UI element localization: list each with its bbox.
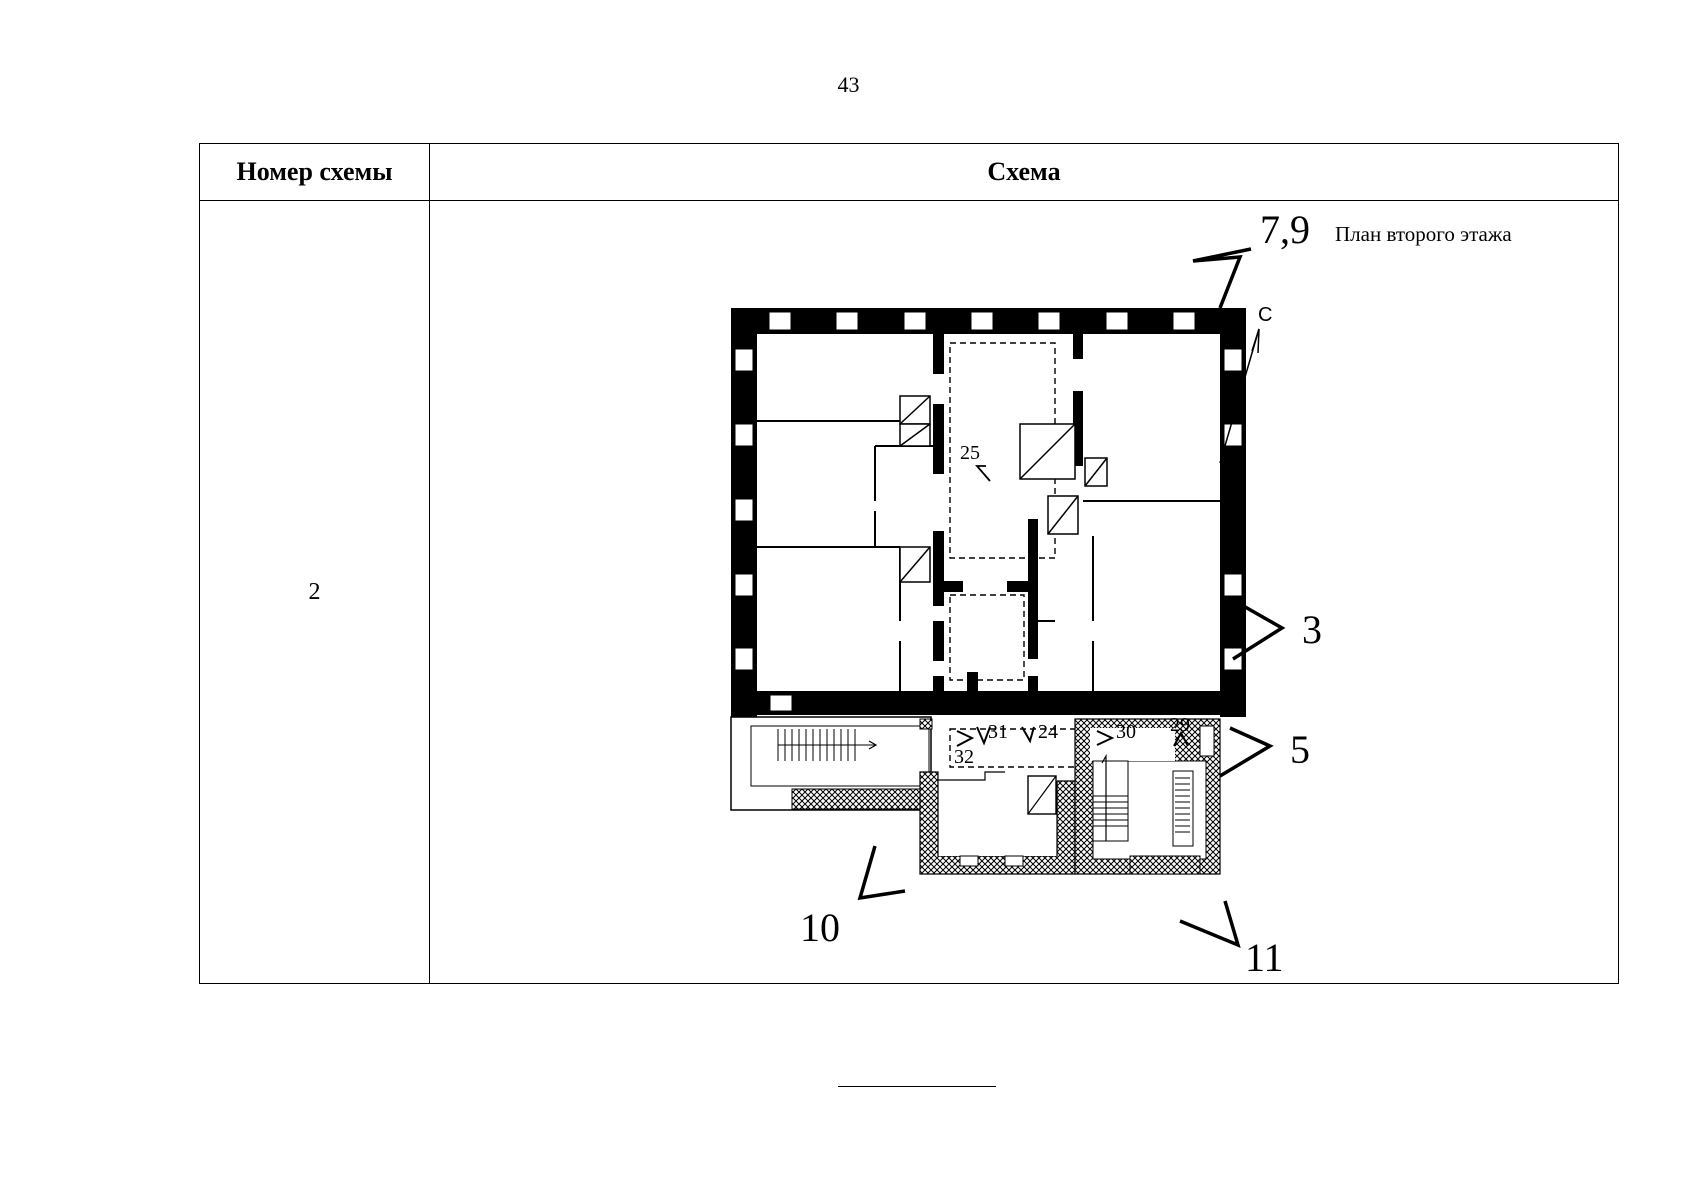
north-arrow [1219,328,1260,464]
annex [730,716,1221,875]
point-label-24: 24 [1038,721,1058,743]
point-label-29: 29 [1170,714,1190,736]
south-wall [731,691,1246,715]
west-windows [734,348,754,671]
main-building [731,308,1246,768]
view-marker-11: 11 [1245,935,1284,980]
left-stair-outline [750,725,930,787]
footnote-divider [838,1086,996,1087]
east-windows [1223,348,1243,671]
floor-plan-drawing: 25 31 24 32 30 29 [730,207,1512,980]
south-window [769,694,793,712]
column-header-scheme-number: Номер схемы [199,143,430,201]
north-label: С [1258,304,1272,326]
point-label-32: 32 [954,746,974,768]
point-label-25: 25 [960,442,980,464]
interior-walls [933,334,1083,693]
right-stair-treads [1093,777,1190,833]
scheme-table: Номер схемы Схема 2 [199,143,1619,984]
column-header-scheme: Схема [429,143,1619,201]
point-label-30: 30 [1116,721,1136,743]
north-windows [768,311,1196,331]
view-marker-5: 5 [1290,727,1310,772]
plan-title: План второго этажа [1335,222,1512,246]
view-marker-3: 3 [1302,607,1322,652]
left-stair-treads [777,729,875,761]
scheme-cell: 25 31 24 32 30 29 [429,200,1619,984]
hatched-wall-sw [791,788,923,810]
table-row: 2 [199,200,1619,984]
point-label-31: 31 [988,721,1008,743]
table-header-row: Номер схемы Схема [199,143,1619,201]
scheme-number-cell: 2 [199,200,430,984]
view-markers: 7,9 План второго этажа С 3 5 10 11 [800,207,1512,980]
point-labels: 25 31 24 32 30 29 [954,442,1190,768]
shaft-boxes [899,395,1108,583]
view-marker-79: 7,9 [1260,207,1310,252]
view-marker-10: 10 [800,905,840,950]
page-number: 43 [837,72,860,97]
partitions [757,420,1220,691]
